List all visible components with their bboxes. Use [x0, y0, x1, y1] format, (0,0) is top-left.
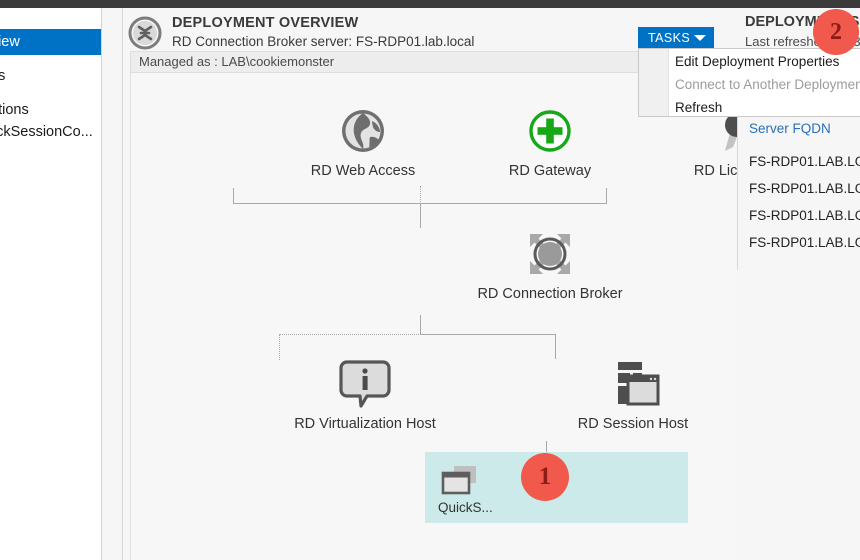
page-header: DEPLOYMENT OVERVIEW RD Connection Broker… [128, 12, 648, 52]
table-row[interactable]: FS-RDP01.LAB.LOCAL [749, 181, 860, 196]
info-balloon-icon [215, 358, 515, 410]
window-chrome-bar [0, 0, 860, 8]
sidebar-item-servers[interactable]: ...s [0, 63, 101, 89]
tasks-button[interactable]: TASKS [638, 27, 714, 48]
connector-bottom-right-horizontal [420, 334, 556, 335]
left-navigation: ...iew ...s ...tions ...ckSessionCo... [0, 8, 101, 560]
node-rd-gateway-label: RD Gateway [470, 163, 630, 179]
connector-web-stub [233, 188, 234, 204]
page-subtitle: RD Connection Broker server: FS-RDP01.la… [172, 34, 474, 49]
right-panel-divider [737, 110, 738, 270]
collection-label: QuickS... [438, 500, 493, 515]
page-title: DEPLOYMENT OVERVIEW [172, 15, 358, 31]
annotation-marker-2: 2 [813, 9, 859, 55]
sidebar-item-servers-label: ...s [0, 63, 101, 89]
deployment-overview-icon [128, 16, 162, 50]
sidebar-item-quicksessioncollection[interactable]: ...ckSessionCo... [0, 119, 101, 145]
collection-windows-icon [440, 464, 484, 496]
sidebar-item-overview-label: ...iew [0, 29, 101, 55]
node-rd-gateway[interactable]: RD Gateway [470, 105, 630, 179]
green-plus-circle-icon [470, 105, 630, 157]
sidebar-item-overview[interactable]: ...iew [0, 29, 101, 55]
node-rd-web-access[interactable]: RD Web Access [283, 105, 443, 179]
column-header-server-fqdn[interactable]: Server FQDN [749, 121, 831, 136]
connector-gateway-dotted [420, 186, 421, 204]
node-rd-connection-broker-label: RD Connection Broker [470, 286, 630, 302]
chevron-down-icon [694, 35, 706, 41]
tasks-button-label: TASKS [648, 31, 690, 45]
annotation-marker-1: 1 [521, 453, 569, 501]
node-rd-virtualization-host[interactable]: RD Virtualization Host [215, 358, 515, 432]
broker-arrows-icon [470, 228, 630, 280]
menu-item-refresh[interactable]: Refresh [671, 96, 860, 119]
node-rd-web-access-label: RD Web Access [283, 163, 443, 179]
globe-icon [283, 105, 443, 157]
node-rd-virtualization-host-label: RD Virtualization Host [215, 416, 515, 432]
node-rd-connection-broker[interactable]: RD Connection Broker [470, 228, 630, 302]
sidebar-item-quicksessioncollection-label: ...ckSessionCo... [0, 119, 101, 145]
connector-session-host-to-collection [546, 441, 547, 452]
connector-bottom-left-dotted-horizontal [279, 334, 421, 335]
managed-as-text: Managed as : LAB\cookiemonster [139, 54, 334, 69]
connector-to-virtualization-host-dotted [279, 334, 280, 360]
menu-icon-gutter [639, 49, 669, 116]
connector-broker-down [420, 315, 421, 335]
tasks-dropdown-menu: Edit Deployment Properties Connect to An… [638, 48, 860, 117]
connector-to-session-host [555, 334, 556, 359]
content-left-border [122, 8, 123, 560]
table-row[interactable]: FS-RDP01.LAB.LOCAL [749, 154, 860, 169]
connector-licensing-stub [606, 188, 607, 204]
connector-top-to-broker [420, 203, 421, 228]
content-gutter [102, 8, 122, 560]
menu-item-connect-to-another-deployment: Connect to Another Deployment [671, 73, 860, 96]
table-row[interactable]: FS-RDP01.LAB.LOCAL [749, 235, 860, 250]
table-row[interactable]: FS-RDP01.LAB.LOCAL [749, 208, 860, 223]
